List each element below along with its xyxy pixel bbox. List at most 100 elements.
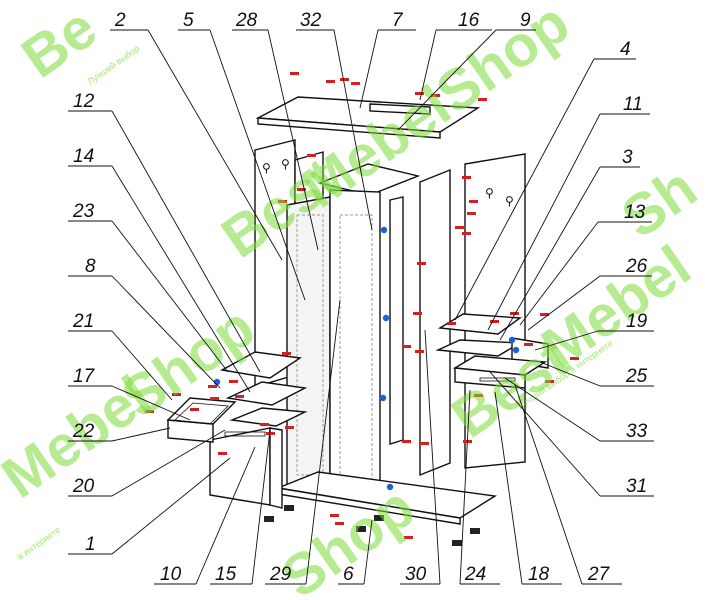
callout-leader-26 [527, 275, 601, 331]
screw-mark [467, 212, 476, 215]
callout-label-14: 14 [73, 146, 94, 167]
watermark-7: Mebel [530, 233, 702, 381]
callout-label-22: 22 [72, 421, 95, 442]
left-shelf-upper [219, 351, 302, 379]
cam-fitting [512, 346, 520, 354]
callout-leader-9 [397, 29, 497, 131]
callout-leader-1 [111, 457, 231, 555]
callout-label-24: 24 [464, 564, 486, 585]
screw-mark [462, 232, 471, 235]
screw-mark [420, 442, 429, 445]
cam-fitting [508, 336, 516, 344]
callout-label-29: 29 [269, 564, 292, 585]
callout-leader-11 [487, 113, 601, 331]
screw-mark [340, 78, 349, 81]
callout-leader-17 [111, 385, 191, 421]
callout-label-6: 6 [343, 564, 354, 585]
screw-mark [545, 380, 554, 383]
callout-label-10: 10 [160, 564, 182, 585]
screw-mark [260, 423, 269, 426]
left-shelf-mid [225, 381, 308, 406]
cam-fitting [386, 483, 394, 491]
callout-leader-20 [111, 429, 226, 497]
screw-mark [290, 72, 299, 75]
callout-leader-3 [499, 166, 601, 341]
callout-label-9: 9 [520, 10, 531, 31]
callout-label-8: 8 [85, 256, 96, 277]
callout-label-25: 25 [625, 366, 648, 387]
callout-leader-8 [111, 275, 221, 389]
screw-mark [210, 397, 219, 400]
callout-label-18: 18 [528, 564, 550, 585]
screw-mark [351, 82, 360, 85]
screw-mark [402, 440, 411, 443]
screw-mark [447, 322, 456, 325]
callout-label-7: 7 [392, 10, 404, 31]
screw-mark [510, 312, 519, 315]
screw-mark [417, 262, 426, 265]
callout-leader-32 [333, 29, 373, 231]
screw-mark [462, 176, 471, 179]
callout-leader-15 [251, 429, 271, 585]
callout-leader-23 [111, 220, 229, 373]
tall-centre-panel [286, 196, 331, 491]
callout-label-33: 33 [626, 421, 648, 442]
callout-label-3: 3 [622, 147, 633, 168]
partition-panel [389, 196, 404, 445]
screw-mark [145, 410, 154, 413]
hook-left-a: ⚲ [262, 161, 271, 175]
callout-label-31: 31 [626, 476, 647, 497]
hook-left-b: ⚲ [281, 157, 290, 171]
screw-mark [469, 200, 478, 203]
callout-label-15: 15 [215, 564, 237, 585]
cam-fitting [380, 226, 388, 234]
callout-label-26: 26 [625, 256, 648, 277]
top-rail [369, 103, 431, 115]
screw-mark [330, 514, 339, 517]
callout-label-27: 27 [587, 564, 611, 585]
screw-mark [297, 188, 306, 191]
leg-4 [374, 515, 384, 521]
screw-mark [415, 92, 424, 95]
callout-label-17: 17 [73, 366, 96, 387]
callout-leader-25 [539, 361, 601, 387]
screw-mark [540, 313, 549, 316]
screw-mark [208, 385, 217, 388]
screw-mark [490, 320, 499, 323]
callout-leader-18 [494, 391, 523, 585]
callout-label-5: 5 [183, 10, 194, 31]
hook-right-a: ⚲ [485, 186, 494, 200]
top-panel-edge [257, 117, 441, 139]
screw-mark [282, 352, 291, 355]
callout-label-2: 2 [114, 10, 126, 31]
callout-leader-12 [111, 110, 261, 373]
furniture-parts: ⚲ ⚲ ⚲ ⚲ [166, 96, 549, 546]
callout-leader-7 [359, 29, 379, 109]
callout-leader-2 [147, 29, 283, 261]
leg-2 [284, 505, 294, 511]
door-panel [419, 168, 451, 477]
callout-label-1: 1 [85, 534, 96, 555]
screw-mark [478, 98, 487, 101]
leg-1 [264, 516, 274, 522]
screw-mark [431, 94, 440, 97]
cam-fitting [382, 314, 390, 322]
callout-leader-4 [454, 58, 595, 321]
callout-leader-24 [459, 389, 471, 585]
leg-3 [356, 526, 366, 532]
wardrobe-back [329, 189, 381, 501]
callout-leader-29 [305, 299, 341, 585]
callout-leader-22 [111, 427, 171, 442]
screw-mark [402, 345, 411, 348]
callout-leader-30 [424, 329, 441, 585]
callout-label-11: 11 [623, 94, 643, 115]
cam-fitting [379, 394, 387, 402]
callout-leader-19 [534, 330, 599, 351]
callout-leader-13 [519, 221, 599, 326]
callout-label-20: 20 [72, 476, 95, 497]
leg-6 [470, 528, 480, 534]
left-cabinet-rail [224, 431, 266, 437]
screw-mark [278, 200, 287, 203]
screw-mark [335, 522, 344, 525]
